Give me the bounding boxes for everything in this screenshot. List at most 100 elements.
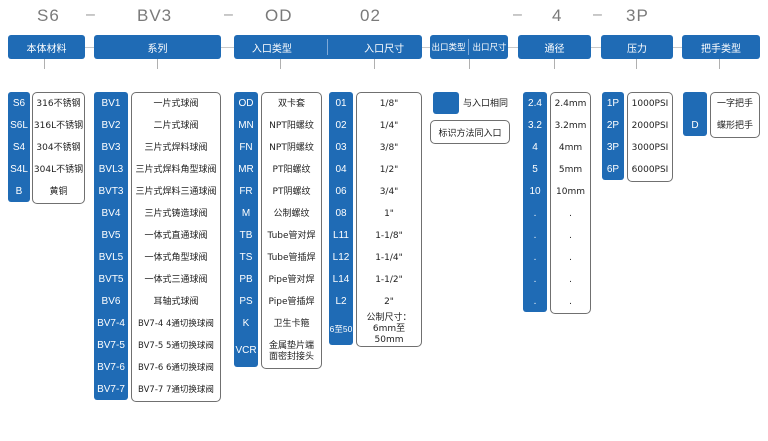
material-desc: 304L不锈钢 <box>33 164 84 175</box>
pressure-desc: 6000PSI <box>631 164 669 175</box>
inlet-size-code: L11 <box>333 229 349 241</box>
series-code: BVL3 <box>98 163 124 175</box>
handle-desc: 蝶形把手 <box>716 120 753 131</box>
inlet-type-desc: Pipe管对焊 <box>268 274 315 285</box>
inlet-type-desc: 公制螺纹 <box>273 208 310 219</box>
bore-code: . <box>533 251 537 263</box>
bore-desc: . <box>569 252 572 263</box>
series-code: BV4 <box>101 207 121 219</box>
dash-separator: – <box>224 6 233 23</box>
pressure-code-column: 1P 2P 3P 6P <box>602 92 624 180</box>
handle-code <box>683 92 707 114</box>
inlet-size-desc: 3/8" <box>379 142 399 153</box>
code-bore: 4 <box>552 6 563 25</box>
inlet-size-code: 04 <box>335 163 347 175</box>
inlet-type-desc: PT阴螺纹 <box>272 186 311 197</box>
inlet-size-code: L2 <box>335 295 347 307</box>
series-code: BVT3 <box>98 185 124 197</box>
material-desc: 304不锈钢 <box>36 142 81 153</box>
dash-separator: – <box>513 6 522 23</box>
inlet-size-code: 03 <box>335 141 347 153</box>
inlet-type-code-column: OD MN FN MR FR M TB TS PB PS K VCR <box>234 92 258 367</box>
inlet-type-desc: Tube管对焊 <box>267 230 316 241</box>
material-code: B <box>15 185 23 197</box>
bore-code: 2.4 <box>528 97 542 109</box>
series-code: BV3 <box>101 141 121 153</box>
inlet-size-desc: 1" <box>384 208 394 219</box>
pressure-code: 3P <box>606 141 620 153</box>
material-code: S4 <box>12 141 26 153</box>
inlet-size-desc: 1/4" <box>379 120 399 131</box>
material-code: S6L <box>10 119 28 131</box>
inlet-type-code: TB <box>239 229 253 241</box>
tick <box>636 59 637 69</box>
code-inlet-size: 02 <box>360 6 381 25</box>
tick <box>554 59 555 69</box>
code-inlet-type: OD <box>265 6 293 25</box>
inlet-type-code: M <box>241 207 251 219</box>
bore-desc: . <box>569 274 572 285</box>
bore-desc: . <box>569 208 572 219</box>
bore-code-column: 2.4 3.2 4 5 10 . . . . . <box>523 92 547 312</box>
inlet-type-desc: NPT阳螺纹 <box>269 120 314 131</box>
pressure-desc: 1000PSI <box>631 98 669 109</box>
inlet-type-desc: PT阳螺纹 <box>272 164 311 175</box>
header-inlet-type: 入口类型 <box>251 43 292 55</box>
inlet-type-code: MR <box>238 163 254 175</box>
handle-desc-column: 一字把手 蝶形把手 <box>710 92 760 138</box>
inlet-size-desc: 1-1/2" <box>375 274 403 285</box>
inlet-size-desc: 公制尺寸：6mm至50mm <box>366 313 412 345</box>
series-code: BV7-5 <box>97 339 125 351</box>
bore-desc-column: 2.4mm 3.2mm 4mm 5mm 10mm . . . . . <box>550 92 591 314</box>
bore-code: 4 <box>532 141 538 153</box>
handle-code-column: D <box>683 92 707 136</box>
series-desc-column: 一片式球阀 二片式球阀 三片式焊料球阀 三片式焊料角型球阀 三片式焊料三通球阀 … <box>131 92 221 402</box>
header-inlet-size: 入口尺寸 <box>364 43 405 55</box>
bore-desc: 2.4mm <box>554 98 587 109</box>
bore-code: 10 <box>529 185 541 197</box>
inlet-size-desc: 1/2" <box>379 164 399 175</box>
code-pressure: 3P <box>626 6 649 25</box>
pressure-desc: 2000PSI <box>631 120 669 131</box>
material-code-column: S6 S6L S4 S4L B <box>8 92 30 202</box>
series-desc: 三片式铸造球阀 <box>144 208 208 219</box>
inlet-type-code: FR <box>239 185 253 197</box>
series-desc: 一体式角型球阀 <box>144 252 208 263</box>
inlet-size-code: 08 <box>335 207 347 219</box>
inlet-type-code: PS <box>239 295 253 307</box>
bore-desc: . <box>569 230 572 241</box>
series-code: BV7-7 <box>97 383 125 395</box>
series-desc: BV7-7 7通切换球阀 <box>138 384 214 395</box>
header-handle-type: 把手类型 <box>682 35 760 59</box>
series-code: BV6 <box>101 295 121 307</box>
outlet-note: 标识方法同入口 <box>430 120 510 144</box>
inlet-type-code: OD <box>238 97 254 109</box>
pressure-code: 6P <box>606 163 620 175</box>
inlet-type-desc: NPT阴螺纹 <box>269 142 314 153</box>
pressure-desc: 3000PSI <box>631 142 669 153</box>
outlet-same-label: 与入口相同 <box>463 99 509 109</box>
inlet-size-desc: 2" <box>384 296 394 307</box>
series-code: BVT5 <box>98 273 124 285</box>
bore-code: 3.2 <box>528 119 542 131</box>
tick <box>280 59 281 69</box>
inlet-size-desc: 1-1/4" <box>375 252 403 263</box>
inlet-type-desc: 双卡套 <box>277 98 305 109</box>
inlet-size-desc-column: 1/8" 1/4" 3/8" 1/2" 3/4" 1" 1-1/8" 1-1/4… <box>356 92 422 347</box>
series-desc: 一体式直通球阀 <box>144 230 208 241</box>
inlet-type-desc-column: 双卡套 NPT阳螺纹 NPT阴螺纹 PT阳螺纹 PT阴螺纹 公制螺纹 Tube管… <box>261 92 322 369</box>
bore-code: . <box>533 295 537 307</box>
bore-code: . <box>533 207 537 219</box>
header-inlet: 入口类型 入口尺寸 <box>234 35 422 59</box>
bore-desc: . <box>569 296 572 307</box>
pressure-desc-column: 1000PSI 2000PSI 3000PSI 6000PSI <box>627 92 673 182</box>
tick <box>44 59 45 69</box>
header-divider <box>468 39 470 55</box>
bore-desc: 4mm <box>558 142 583 153</box>
tick <box>719 59 720 69</box>
inlet-size-code: 06 <box>335 185 347 197</box>
inlet-size-code-column: 01 02 03 04 06 08 L11 L12 L14 L2 6至50 <box>329 92 353 345</box>
series-code: BVL5 <box>98 251 124 263</box>
inlet-type-code: MN <box>238 119 254 131</box>
header-outlet: 出口类型 出口尺寸 <box>430 35 508 59</box>
